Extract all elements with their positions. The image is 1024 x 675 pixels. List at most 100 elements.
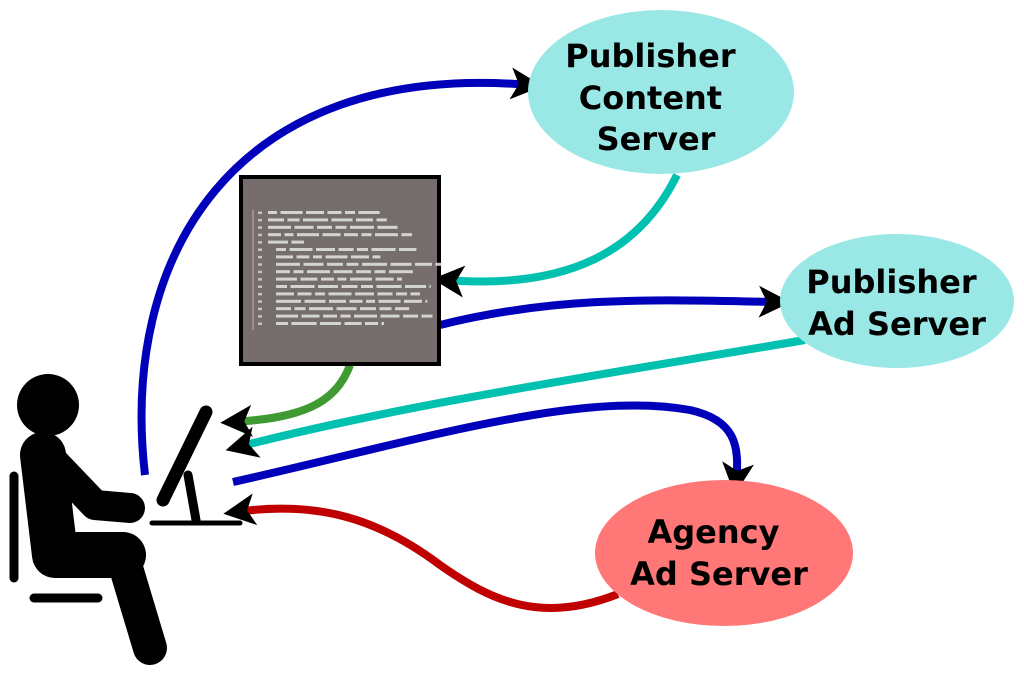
page-text-segment — [276, 270, 290, 274]
computer-screen-icon — [149, 405, 243, 526]
page-text-segment — [276, 307, 291, 311]
page-text-segment — [317, 225, 332, 229]
page-text-segment — [313, 255, 322, 259]
user-head — [17, 374, 79, 436]
agency-ad-server-label-line1: Agency — [647, 513, 779, 551]
page-text-segment — [374, 270, 386, 274]
page-text-segment — [435, 262, 442, 266]
agency-ad-server-label-line2: Ad Server — [630, 555, 808, 593]
page-text-segment — [268, 218, 284, 222]
page-text-segment — [375, 233, 398, 237]
user-icon — [9, 374, 167, 665]
arrow-ad-server-to-screen — [225, 336, 806, 458]
page-text-segment — [410, 292, 420, 296]
page-text-segment — [307, 270, 330, 274]
arrow-agency-server-to-screen — [223, 493, 620, 613]
page-line-marker — [258, 322, 262, 325]
page-text-segment — [341, 285, 358, 288]
monitor-stand — [183, 470, 201, 525]
page-text-segment — [357, 248, 368, 251]
page-text-segment — [316, 248, 335, 251]
page-text-segment — [331, 218, 353, 222]
page-text-segment — [291, 322, 317, 325]
page-text-segment — [303, 262, 324, 266]
publisher-content-server-ellipse — [528, 10, 794, 174]
arrow-content-server-to-page — [432, 173, 681, 298]
page-text-segment — [379, 307, 392, 311]
page-text-segment — [327, 211, 342, 214]
publisher-content-server-label-line1: Publisher — [565, 37, 736, 75]
agency-ad-server-ellipse — [595, 480, 853, 626]
page-text-segment — [375, 277, 394, 281]
page-text-segment — [403, 314, 418, 318]
page-text-segment — [376, 218, 387, 222]
page-text-segment — [356, 270, 371, 274]
page-line-marker — [258, 292, 262, 296]
page-text-segment — [340, 314, 351, 318]
page-line-marker — [258, 211, 262, 214]
page-text-segment — [377, 225, 398, 229]
page-text-segment — [351, 255, 369, 259]
publisher-content-server-node: Publisher Content Server — [528, 10, 794, 174]
page-text-segment — [276, 299, 301, 303]
page-text-segment — [421, 314, 433, 318]
page-text-segment — [399, 248, 417, 251]
page-text-segment — [372, 255, 381, 259]
page-text-segment — [276, 262, 300, 266]
page-line-marker — [258, 315, 262, 318]
page-text-segment — [337, 277, 347, 281]
page-line-marker — [258, 300, 262, 303]
page-text-segment — [366, 299, 375, 303]
page-text-segment — [276, 248, 286, 251]
page-text-segment — [328, 292, 352, 296]
user-arm — [37, 445, 145, 523]
page-text-segment — [306, 211, 324, 214]
page-text-segment — [365, 322, 378, 325]
page-text-segment — [397, 277, 402, 281]
svg-text:Publisher Content: Publisher Content Server — [565, 37, 747, 158]
page-text-segment — [268, 240, 288, 244]
page-text-segment — [349, 299, 363, 303]
svg-text:Publisher Ad Server: Publisher Ad Server — [806, 263, 988, 343]
page-text-segment — [325, 255, 348, 259]
page-text-segment — [360, 307, 376, 311]
arrow-screen-to-agency-server — [232, 401, 754, 495]
page-text-segment — [336, 307, 357, 311]
page-text-segment — [329, 299, 346, 303]
page-text-segment — [333, 270, 353, 274]
page-text-segment — [287, 218, 300, 222]
page-text-segment — [276, 277, 297, 281]
page-text-segment — [376, 285, 402, 288]
page-text-segment — [380, 314, 400, 318]
page-text-segment — [377, 292, 393, 296]
svg-text:Agency Ad Server: Agency Ad Server — [630, 513, 808, 593]
page-line-marker — [258, 248, 262, 251]
page-text-segment — [350, 277, 372, 281]
page-line-marker — [258, 285, 262, 288]
page-line-marker — [258, 278, 262, 281]
page-text-segment — [296, 255, 310, 259]
page-text-segment — [300, 277, 318, 281]
publisher-ad-server-node: Publisher Ad Server — [780, 234, 1014, 368]
page-text-segment — [315, 292, 325, 296]
page-text-segment — [284, 233, 294, 237]
page-text-segment — [293, 270, 304, 274]
publisher-content-server-label-line3: Server — [597, 120, 716, 158]
page-text-segment — [276, 314, 298, 318]
page-text-segment — [309, 307, 333, 311]
page-text-segment — [276, 292, 294, 296]
page-text-segment — [395, 307, 410, 311]
page-text-segment — [276, 255, 293, 259]
page-text-segment — [321, 277, 334, 281]
page-text-segment — [268, 233, 281, 237]
page-text-segment — [294, 225, 314, 229]
page-text-segment — [358, 211, 380, 214]
page-text-segment — [396, 292, 407, 296]
page-text-segment — [297, 292, 312, 296]
page-text-segment — [389, 270, 413, 274]
agency-ad-server-node: Agency Ad Server — [595, 480, 853, 626]
page-line-marker — [258, 241, 262, 244]
page-text-segment — [276, 322, 288, 325]
page-text-segment — [362, 262, 387, 266]
